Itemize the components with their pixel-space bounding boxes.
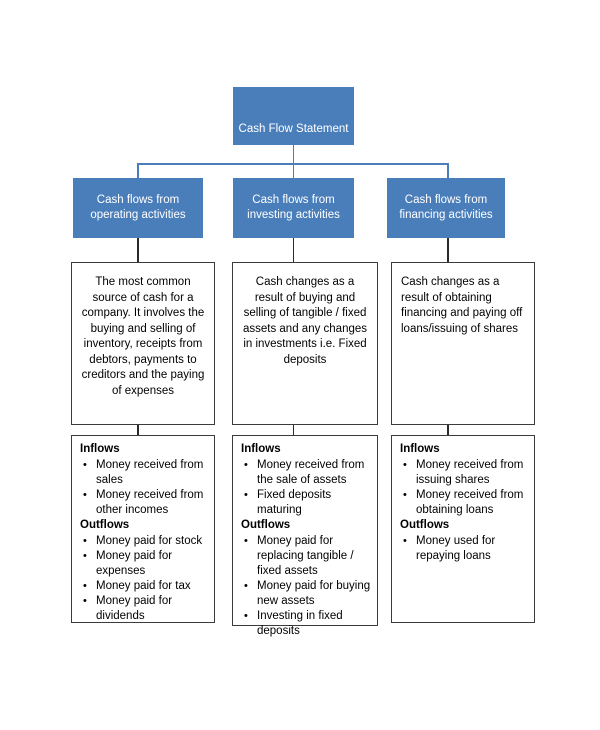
list-item: Money paid for stock	[80, 534, 208, 549]
branch-node-operating: Cash flows from operating activities	[73, 178, 203, 238]
list-item: Money paid for tax	[80, 579, 208, 594]
root-node-label: Cash Flow Statement	[238, 123, 349, 135]
inflows-heading: Inflows	[241, 443, 281, 455]
list-item: Money paid for replacing tangible / fixe…	[241, 534, 371, 579]
list-item: Money received from the sale of assets	[241, 458, 371, 488]
list-item: Money paid for buying new assets	[241, 579, 371, 609]
list-item: Money received from other incomes	[80, 488, 208, 518]
branch-node-investing: Cash flows from investing activities	[233, 178, 354, 238]
outflows-heading: Outflows	[400, 519, 450, 531]
description-text: The most common source of cash for a com…	[81, 276, 205, 397]
description-text: Cash changes as a result of obtaining fi…	[401, 276, 523, 335]
outflows-list: Money paid for replacing tangible / fixe…	[241, 534, 371, 639]
branch-node-label: Cash flows from operating activities	[90, 194, 186, 221]
outflows-heading: Outflows	[241, 519, 291, 531]
description-box-operating: The most common source of cash for a com…	[71, 262, 215, 425]
outflows-heading: Outflows	[80, 519, 130, 531]
branch-node-label: Cash flows from investing activities	[247, 194, 340, 221]
list-item: Investing in fixed deposits	[241, 609, 371, 639]
list-item: Money paid for expenses	[80, 549, 208, 579]
inflows-heading: Inflows	[80, 443, 120, 455]
connector-drop-0	[137, 163, 139, 179]
outflows-list: Money paid for stock Money paid for expe…	[80, 534, 208, 624]
branch-node-financing: Cash flows from financing activities	[387, 178, 505, 238]
arrow-branch-to-desc-2	[447, 238, 449, 264]
connector-drop-2	[447, 163, 449, 179]
arrow-branch-to-desc-0	[137, 238, 139, 264]
arrow-branch-to-desc-1	[292, 238, 295, 264]
inflows-heading: Inflows	[400, 443, 440, 455]
description-box-financing: Cash changes as a result of obtaining fi…	[391, 262, 535, 425]
list-item: Money received from issuing shares	[400, 458, 528, 488]
connector-root-stem	[292, 145, 295, 163]
description-box-investing: Cash changes as a result of buying and s…	[232, 262, 378, 425]
list-item: Fixed deposits maturing	[241, 488, 371, 518]
list-item: Money received from obtaining loans	[400, 488, 528, 518]
inflows-list: Money received from issuing shares Money…	[400, 458, 528, 518]
inflows-list: Money received from sales Money received…	[80, 458, 208, 518]
flows-box-financing: Inflows Money received from issuing shar…	[391, 435, 535, 623]
description-text: Cash changes as a result of buying and s…	[242, 276, 368, 366]
inflows-list: Money received from the sale of assets F…	[241, 458, 371, 518]
branch-node-label: Cash flows from financing activities	[399, 194, 493, 221]
connector-drop-1	[292, 163, 295, 179]
list-item: Money received from sales	[80, 458, 208, 488]
outflows-list: Money used for repaying loans	[400, 534, 528, 564]
list-item: Money used for repaying loans	[400, 534, 528, 564]
flows-box-operating: Inflows Money received from sales Money …	[71, 435, 215, 623]
flows-box-investing: Inflows Money received from the sale of …	[232, 435, 378, 637]
list-item: Money paid for dividends	[80, 594, 208, 624]
root-node-cash-flow-statement: Cash Flow Statement	[233, 87, 354, 145]
